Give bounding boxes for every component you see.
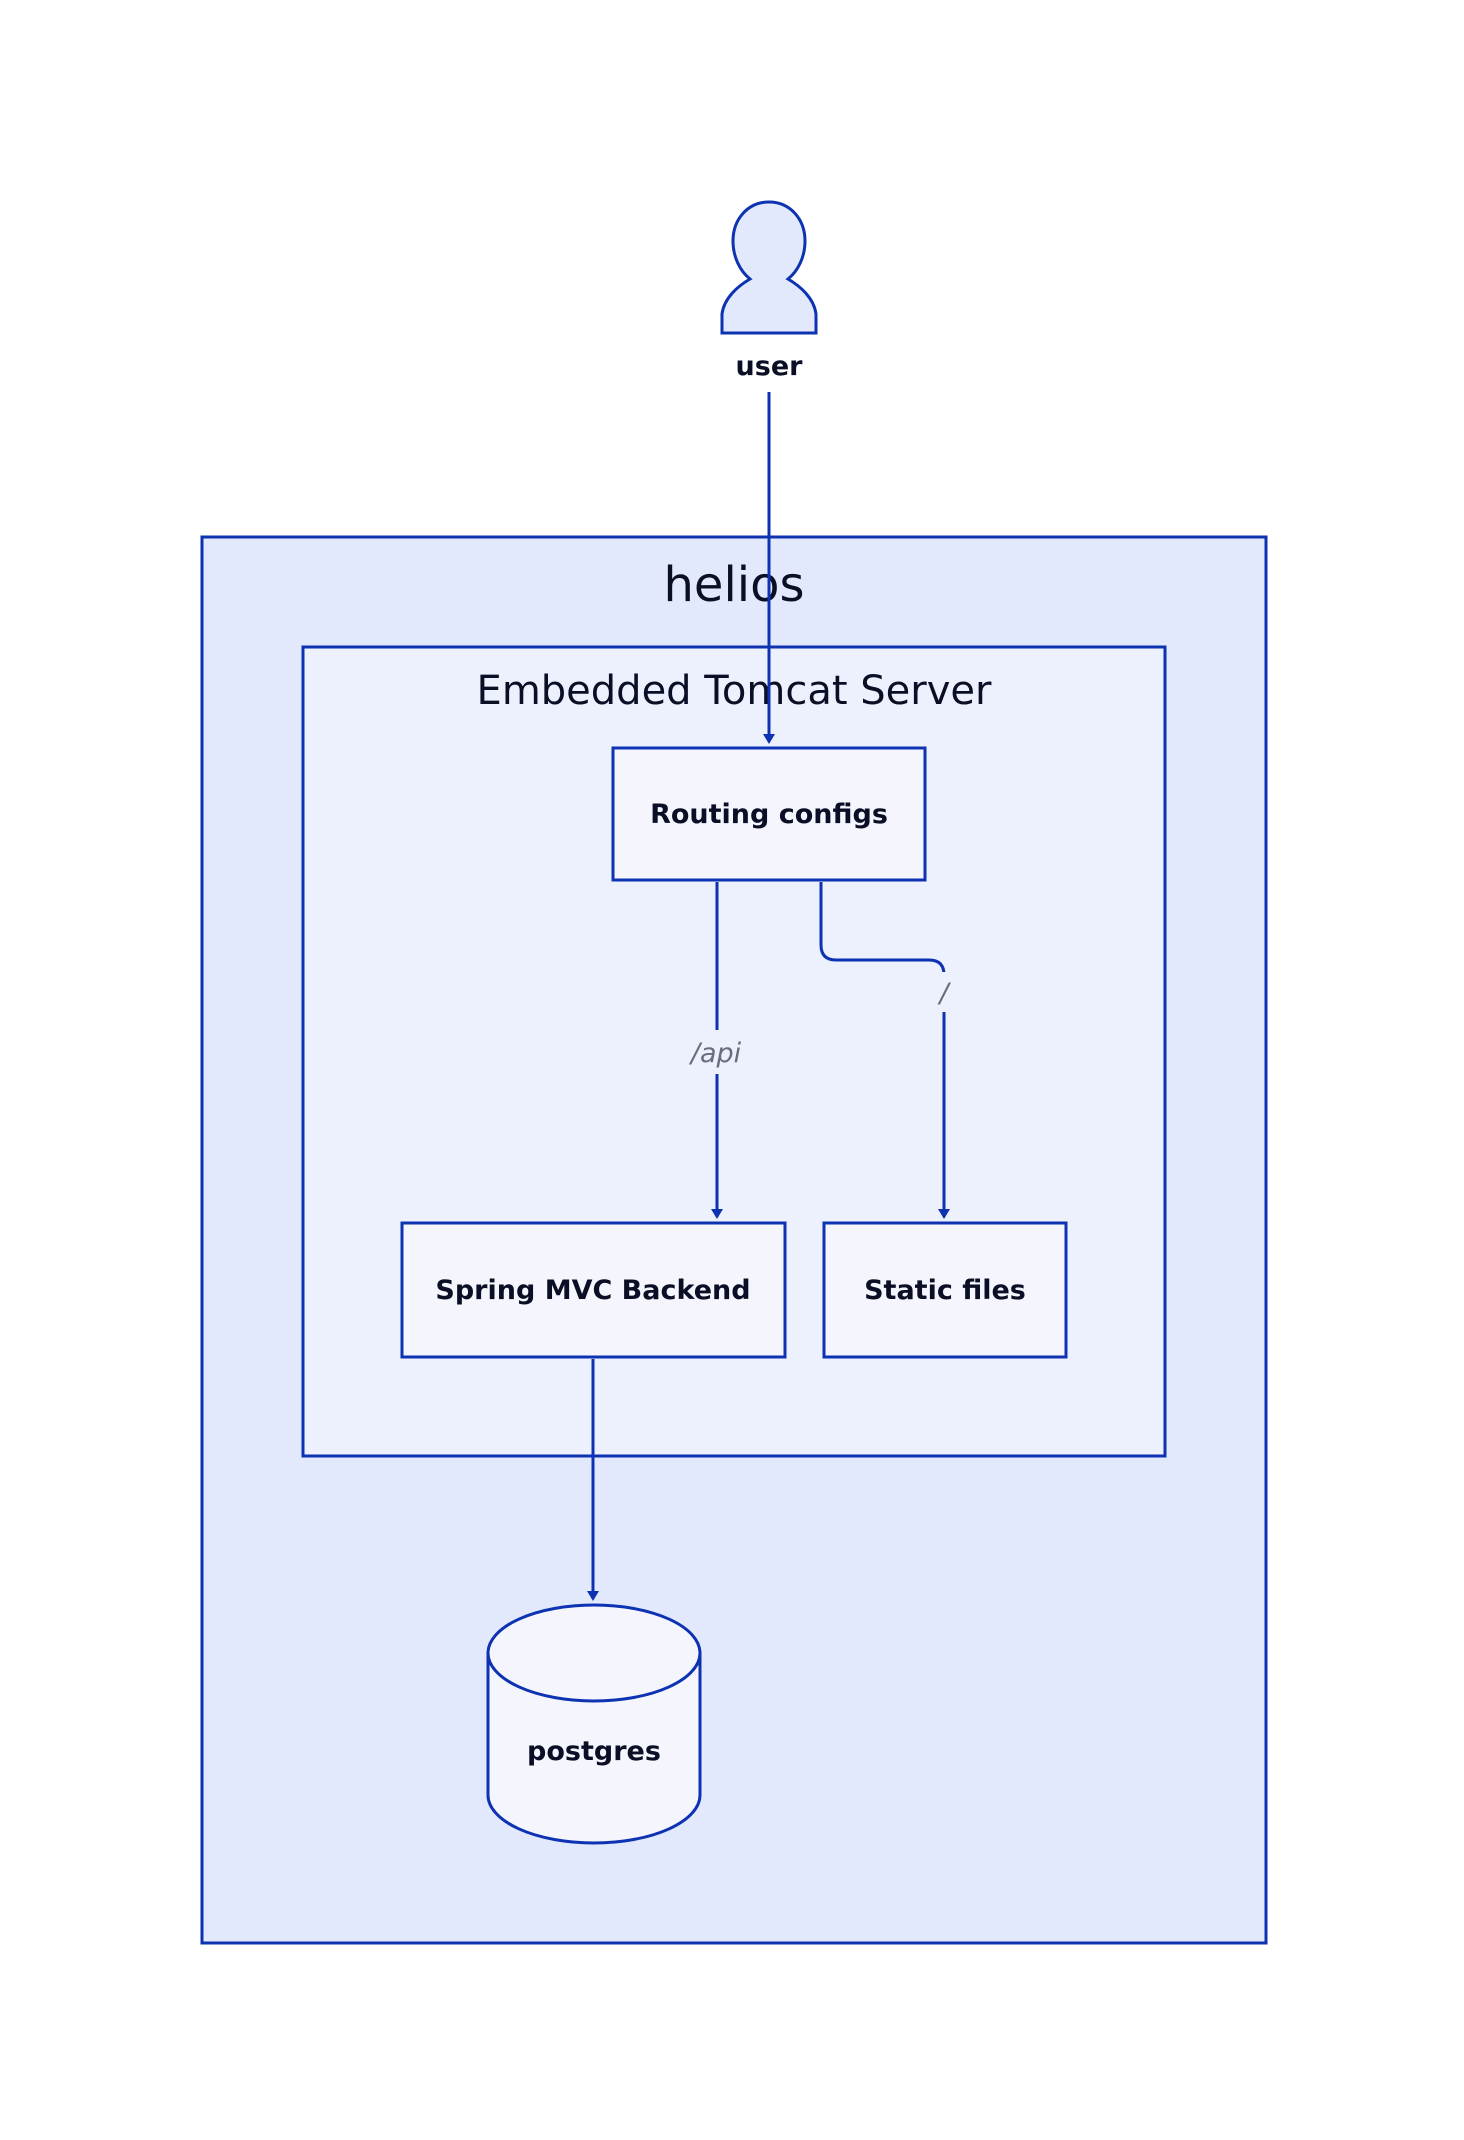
embedded-tomcat-title: Embedded Tomcat Server	[477, 668, 992, 714]
spring-mvc-backend-node[interactable]: Spring MVC Backend	[400, 1221, 787, 1359]
static-files-label: Static files	[864, 1275, 1026, 1306]
user-icon	[720, 200, 818, 335]
spring-mvc-backend-label: Spring MVC Backend	[435, 1275, 750, 1306]
user-actor[interactable]: user	[720, 200, 818, 382]
routing-configs-label: Routing configs	[650, 799, 888, 830]
edge-label-api: /api	[689, 1038, 742, 1069]
routing-configs-node[interactable]: Routing configs	[611, 746, 927, 882]
helios-title: helios	[664, 557, 805, 613]
postgres-label: postgres	[527, 1736, 661, 1767]
user-label: user	[736, 351, 804, 382]
static-files-node[interactable]: Static files	[822, 1221, 1068, 1359]
edge-routing-to-static	[819, 882, 950, 1219]
edge-label-root: /	[937, 978, 951, 1009]
database-icon	[486, 1603, 702, 1845]
postgres-database-node[interactable]: postgres	[486, 1603, 702, 1845]
